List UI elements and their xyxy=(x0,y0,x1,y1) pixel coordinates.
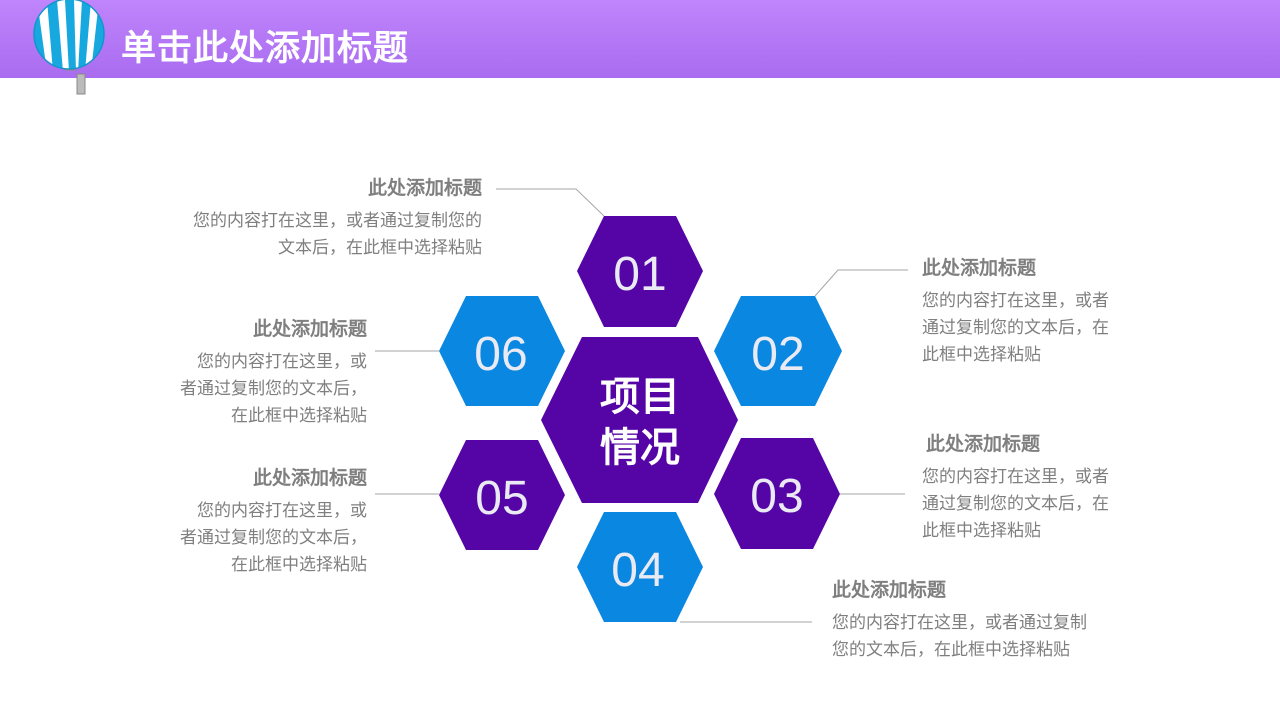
hexagon-04[interactable] xyxy=(577,512,703,622)
connector-02 xyxy=(814,269,908,297)
hexagon-02-number: 02 xyxy=(751,328,804,381)
item-03-body-line[interactable]: 通过复制您的文本后，在 xyxy=(922,494,1109,514)
text-block-01: 此处添加标题 您的内容打在这里，或者通过复制您的 文本后，在此框中选择粘贴 xyxy=(193,173,482,262)
hexagon-02[interactable] xyxy=(714,296,842,406)
center-hexagon xyxy=(541,337,738,503)
item-02-body-line[interactable]: 此框中选择粘贴 xyxy=(922,345,1041,365)
hexagon-01-number: 01 xyxy=(613,248,666,301)
center-label-line2: 情况 xyxy=(600,425,680,471)
item-05-body-line[interactable]: 在此框中选择粘贴 xyxy=(231,555,367,575)
item-01-title[interactable]: 此处添加标题 xyxy=(367,177,482,199)
text-block-04: 此处添加标题 您的内容打在这里，或者通过复制 您的文本后，在此框中选择粘贴 xyxy=(832,575,1087,664)
item-03-body-line[interactable]: 此框中选择粘贴 xyxy=(922,521,1041,541)
item-02-title[interactable]: 此处添加标题 xyxy=(922,257,1037,279)
hexagon-04-number: 04 xyxy=(611,544,664,597)
item-05-title[interactable]: 此处添加标题 xyxy=(252,467,367,489)
hot-air-balloon-icon xyxy=(33,0,105,95)
item-06-body-line[interactable]: 者通过复制您的文本后， xyxy=(180,379,367,399)
hexagon-03[interactable] xyxy=(714,438,840,549)
item-06-title[interactable]: 此处添加标题 xyxy=(252,318,367,340)
item-06-body-line[interactable]: 您的内容打在这里，或 xyxy=(197,352,367,372)
text-block-02: 此处添加标题 您的内容打在这里，或者 通过复制您的文本后，在 此框中选择粘贴 xyxy=(922,253,1109,369)
item-03-body-line[interactable]: 您的内容打在这里，或者 xyxy=(922,467,1109,487)
hexagon-03-number: 03 xyxy=(750,470,803,523)
page-title[interactable]: 单击此处添加标题 xyxy=(121,29,410,69)
hexagon-05-number: 05 xyxy=(475,472,528,525)
text-block-05: 此处添加标题 您的内容打在这里，或 者通过复制您的文本后， 在此框中选择粘贴 xyxy=(180,463,367,579)
hexagon-06-number: 06 xyxy=(474,328,527,381)
item-04-body-line[interactable]: 您的文本后，在此框中选择粘贴 xyxy=(832,640,1070,660)
item-02-body-line[interactable]: 您的内容打在这里，或者 xyxy=(922,291,1109,311)
item-05-body-line[interactable]: 者通过复制您的文本后， xyxy=(180,528,367,548)
item-05-body-line[interactable]: 您的内容打在这里，或 xyxy=(197,501,367,521)
item-04-title[interactable]: 此处添加标题 xyxy=(832,579,947,601)
text-block-06: 此处添加标题 您的内容打在这里，或 者通过复制您的文本后， 在此框中选择粘贴 xyxy=(180,314,367,430)
center-label-line1: 项目 xyxy=(600,374,680,420)
item-02-body-line[interactable]: 通过复制您的文本后，在 xyxy=(922,318,1109,338)
item-01-body-line[interactable]: 文本后，在此框中选择粘贴 xyxy=(278,238,482,258)
item-06-body-line[interactable]: 在此框中选择粘贴 xyxy=(231,406,367,426)
item-04-body-line[interactable]: 您的内容打在这里，或者通过复制 xyxy=(832,613,1087,633)
hexagon-06[interactable] xyxy=(439,296,565,406)
hexagon-05[interactable] xyxy=(439,440,565,550)
connector-01 xyxy=(496,188,605,217)
item-03-title[interactable]: 此处添加标题 xyxy=(926,433,1041,455)
header-bar xyxy=(0,0,1280,78)
hexagon-01[interactable] xyxy=(577,216,703,327)
item-01-body-line[interactable]: 您的内容打在这里，或者通过复制您的 xyxy=(193,211,482,231)
text-block-03: 此处添加标题 您的内容打在这里，或者 通过复制您的文本后，在 此框中选择粘贴 xyxy=(922,429,1109,545)
